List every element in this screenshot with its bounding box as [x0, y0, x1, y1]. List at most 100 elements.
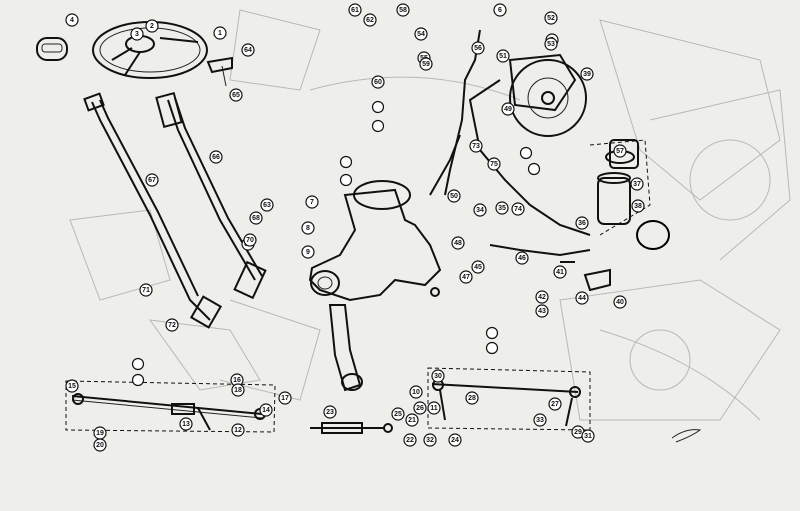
callout-20: 20 — [93, 438, 107, 452]
callout-number: 67 — [148, 177, 156, 184]
callout-number: 30 — [434, 373, 442, 380]
callout-64: 64 — [241, 43, 255, 57]
callout-54: 54 — [414, 27, 428, 41]
note-labels — [131, 100, 541, 387]
callout-41: 41 — [553, 265, 567, 279]
background-ghost-drawing — [69, 9, 791, 421]
callout-75: 75 — [487, 157, 501, 171]
callout-57: 57 — [613, 144, 627, 158]
callout-22: 22 — [403, 433, 417, 447]
callout-71: 71 — [139, 283, 153, 297]
steering-column-left — [83, 92, 223, 329]
callout-number: 25 — [394, 411, 402, 418]
callout-26: 26 — [413, 401, 427, 415]
callout-24: 24 — [448, 433, 462, 447]
callout-number: 61 — [351, 7, 359, 14]
callout-number: 57 — [616, 148, 624, 155]
callout-45: 45 — [471, 260, 485, 274]
callout-number: 47 — [462, 274, 470, 281]
callout-number: 22 — [406, 437, 414, 444]
callout-52: 52 — [544, 11, 558, 25]
callout-number: 56 — [474, 45, 482, 52]
callout-number: 48 — [454, 240, 462, 247]
callout-number: 39 — [583, 71, 591, 78]
callout-19: 19 — [93, 426, 107, 440]
callout-number: 46 — [518, 255, 526, 262]
callout-number: 19 — [96, 430, 104, 437]
callout-3: 3 — [130, 27, 144, 41]
note-34 — [519, 146, 533, 160]
callout-56: 56 — [471, 41, 485, 55]
circled-highlight — [636, 220, 670, 250]
callout-62: 62 — [363, 13, 377, 27]
callout-number: 70 — [246, 237, 254, 244]
scratch-mark — [671, 429, 702, 443]
callout-number: 75 — [490, 161, 498, 168]
callout-number: 16 — [233, 377, 241, 384]
damper-rod — [310, 422, 393, 434]
callout-number: 12 — [234, 427, 242, 434]
callout-number: 66 — [212, 154, 220, 161]
callout-number: 15 — [68, 383, 76, 390]
callout-number: 37 — [633, 181, 641, 188]
callout-number: 53 — [547, 41, 555, 48]
callout-36: 36 — [575, 216, 589, 230]
callout-number: 35 — [498, 205, 506, 212]
callout-21: 21 — [405, 413, 419, 427]
tie-rod-left — [71, 393, 266, 431]
hoses — [429, 29, 591, 257]
callout-37: 37 — [630, 177, 644, 191]
callout-9: 9 — [301, 245, 315, 259]
callout-11: 11 — [427, 401, 441, 415]
bracket-64 — [206, 56, 233, 87]
callout-number: 50 — [450, 193, 458, 200]
callout-number: 71 — [142, 287, 150, 294]
callout-74: 74 — [511, 202, 525, 216]
callout-number: 43 — [538, 308, 546, 315]
callout-number: 2 — [150, 23, 154, 30]
callout-46: 46 — [515, 251, 529, 265]
callout-50: 50 — [447, 189, 461, 203]
callout-number: 24 — [451, 437, 459, 444]
callout-number: 73 — [472, 143, 480, 150]
callout-number: 44 — [578, 295, 586, 302]
callout-7: 7 — [305, 195, 319, 209]
callout-number: 49 — [504, 106, 512, 113]
callout-number: 11 — [430, 405, 438, 412]
callout-23: 23 — [323, 405, 337, 419]
callout-58: 58 — [396, 3, 410, 17]
callout-number: 33 — [536, 417, 544, 424]
callout-12: 12 — [231, 423, 245, 437]
callout-6: 6 — [493, 3, 507, 17]
callout-number: 51 — [499, 53, 507, 60]
callout-4: 4 — [65, 13, 79, 27]
callout-31: 31 — [581, 429, 595, 443]
callout-number: 58 — [399, 7, 407, 14]
callout-number: 64 — [244, 47, 252, 54]
callout-51: 51 — [496, 49, 510, 63]
callout-8: 8 — [301, 221, 315, 235]
steering-column-right — [155, 91, 267, 300]
callout-number: 54 — [417, 31, 425, 38]
callout-number: 41 — [556, 269, 564, 276]
callout-1: 1 — [213, 26, 227, 40]
callout-number: 6 — [498, 7, 502, 14]
callout-60: 60 — [371, 75, 385, 89]
callout-10: 10 — [409, 385, 423, 399]
callout-number: 38 — [634, 203, 642, 210]
callout-number: 60 — [374, 79, 382, 86]
group-box-reservoir — [589, 139, 651, 236]
callout-layer: 1234567891011121314151617181920212223242… — [65, 3, 645, 452]
note-6 — [339, 173, 353, 187]
callout-number: 26 — [416, 405, 424, 412]
callout-number: 68 — [252, 215, 260, 222]
callout-44: 44 — [575, 291, 589, 305]
callout-63: 63 — [260, 198, 274, 212]
callout-number: 18 — [234, 387, 242, 394]
callout-73: 73 — [469, 139, 483, 153]
callout-number: 13 — [182, 421, 190, 428]
callout-number: 74 — [514, 206, 522, 213]
note-35 — [527, 162, 541, 176]
note-56 — [371, 100, 385, 114]
